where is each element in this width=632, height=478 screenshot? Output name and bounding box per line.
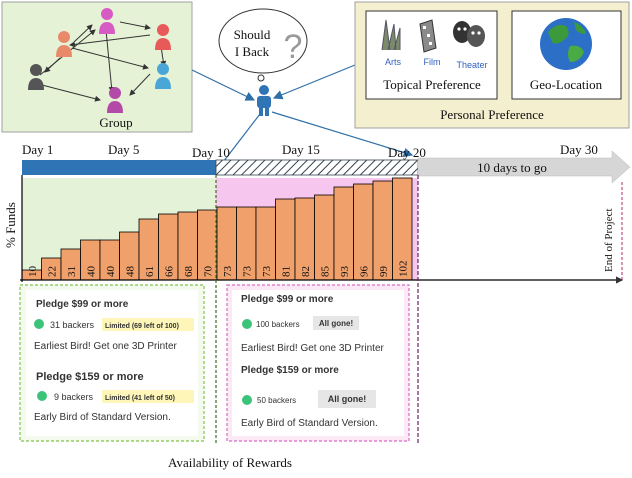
limit-badge-text: Limited (41 left of 50) — [105, 395, 175, 402]
limit-badge — [102, 390, 194, 403]
bar-value-label: 40 — [105, 266, 117, 278]
reward-title: Pledge $159 or more — [241, 365, 339, 376]
funding-bar — [353, 183, 374, 281]
person-icon — [28, 64, 44, 90]
person-icon — [107, 87, 123, 113]
day-label: Day 5 — [108, 142, 139, 157]
day-label: Day 10 — [192, 145, 230, 160]
timeline: Day 1 Day 5 Day 10 Day 15 Day 20 Day 30 … — [22, 142, 631, 184]
bar-value-label: 93 — [339, 266, 351, 278]
funding-bars: 10 22 31 40 40 48 61 66 68 70 73 73 73 81 82 85 93 96 99 10… — [21, 177, 413, 281]
y-axis-label: % Funds — [3, 202, 18, 248]
backer-icon — [242, 319, 252, 329]
rewards-caption: Availability of Rewards — [168, 455, 292, 470]
sold-out-badge-text: All gone! — [319, 319, 353, 328]
bar-value-label: 22 — [46, 266, 58, 277]
group-panel: Group — [1, 1, 193, 133]
end-of-project-label: End of Project — [603, 208, 615, 272]
limit-badge-text: Limited (69 left of 100) — [105, 323, 179, 330]
reward-description: Earliest Bird! Get one 3D Printer — [241, 343, 385, 354]
personal-preference-label: Personal Preference — [440, 107, 544, 122]
person-icon — [56, 31, 72, 57]
reward-title: Pledge $159 or more — [36, 371, 144, 383]
backer-icon — [242, 395, 252, 405]
question-mark-icon: ? — [284, 28, 303, 66]
elapsed-segment — [22, 160, 216, 175]
reward-description: Early Bird of Standard Version. — [34, 412, 171, 423]
reward-title: Pledge $99 or more — [241, 294, 334, 305]
bar-value-label: 99 — [378, 266, 390, 278]
backer-count: 9 backers — [54, 392, 94, 402]
sold-out-badge — [318, 390, 376, 408]
theater-label: Theater — [456, 60, 487, 70]
thought-bubble: Should I Back ? — [218, 8, 308, 82]
bar-value-label: 70 — [202, 266, 214, 278]
bar-value-label: 66 — [163, 266, 175, 278]
bar-value-label: 73 — [261, 266, 273, 278]
reward-description: Early Bird of Standard Version. — [241, 418, 378, 429]
person-icon — [99, 8, 115, 34]
sold-out-badge-text: All gone! — [328, 394, 367, 404]
bar-value-label: 85 — [319, 266, 331, 278]
backer-count: 50 backers — [257, 396, 296, 405]
geo-location-label: Geo-Location — [530, 77, 603, 92]
person-icon — [155, 63, 171, 89]
bubble-line-1: Should — [234, 27, 271, 42]
bar-value-label: 40 — [85, 266, 97, 278]
bar-value-label: 61 — [144, 266, 156, 277]
theater-icon — [453, 21, 485, 47]
remaining-arrow — [417, 150, 631, 184]
backer-icon — [34, 319, 44, 329]
bar-value-label: 10 — [27, 266, 39, 278]
bar-value-label: 96 — [358, 266, 370, 278]
day-label: Day 1 — [22, 142, 53, 157]
limit-badge — [102, 318, 194, 331]
funding-bar — [372, 180, 393, 281]
personal-preference-panel: Arts Film Theater Topical Preference Geo… — [354, 1, 630, 129]
day-label: Day 30 — [560, 142, 598, 157]
globe-icon — [540, 18, 592, 70]
group-label: Group — [99, 115, 132, 130]
day-label: Day 20 — [388, 145, 426, 160]
user-icon — [257, 85, 271, 116]
bar-value-label: 68 — [183, 266, 195, 278]
bar-value-label: 31 — [66, 266, 78, 277]
bar-value-label: 48 — [124, 266, 136, 278]
film-icon — [419, 19, 437, 53]
reward-description: Earliest Bird! Get one 3D Printer — [34, 341, 178, 352]
reward-title: Pledge $99 or more — [36, 299, 129, 310]
bar-value-label: 73 — [222, 266, 234, 278]
early-rewards-card: Pledge $99 or more 31 backers Limited (6… — [19, 284, 205, 442]
day-label: Day 15 — [282, 142, 320, 157]
film-label: Film — [424, 57, 441, 67]
arts-icon — [381, 19, 401, 51]
later-rewards-card: Pledge $99 or more 100 backers All gone!… — [226, 284, 410, 442]
person-icon — [155, 24, 171, 50]
backer-icon — [37, 391, 47, 401]
bubble-line-2: I Back — [235, 44, 270, 59]
bar-value-label: 82 — [300, 266, 312, 277]
bar-value-label: 81 — [280, 266, 292, 277]
topical-preference-label: Topical Preference — [383, 77, 481, 92]
current-segment — [215, 159, 419, 176]
bar-value-label: 102 — [397, 261, 409, 278]
sold-out-badge — [313, 316, 359, 330]
backer-count: 31 backers — [50, 320, 95, 330]
bar-value-label: 73 — [241, 266, 253, 278]
arts-label: Arts — [385, 57, 402, 67]
days-to-go-label: 10 days to go — [477, 160, 547, 175]
backer-count: 100 backers — [256, 320, 300, 329]
